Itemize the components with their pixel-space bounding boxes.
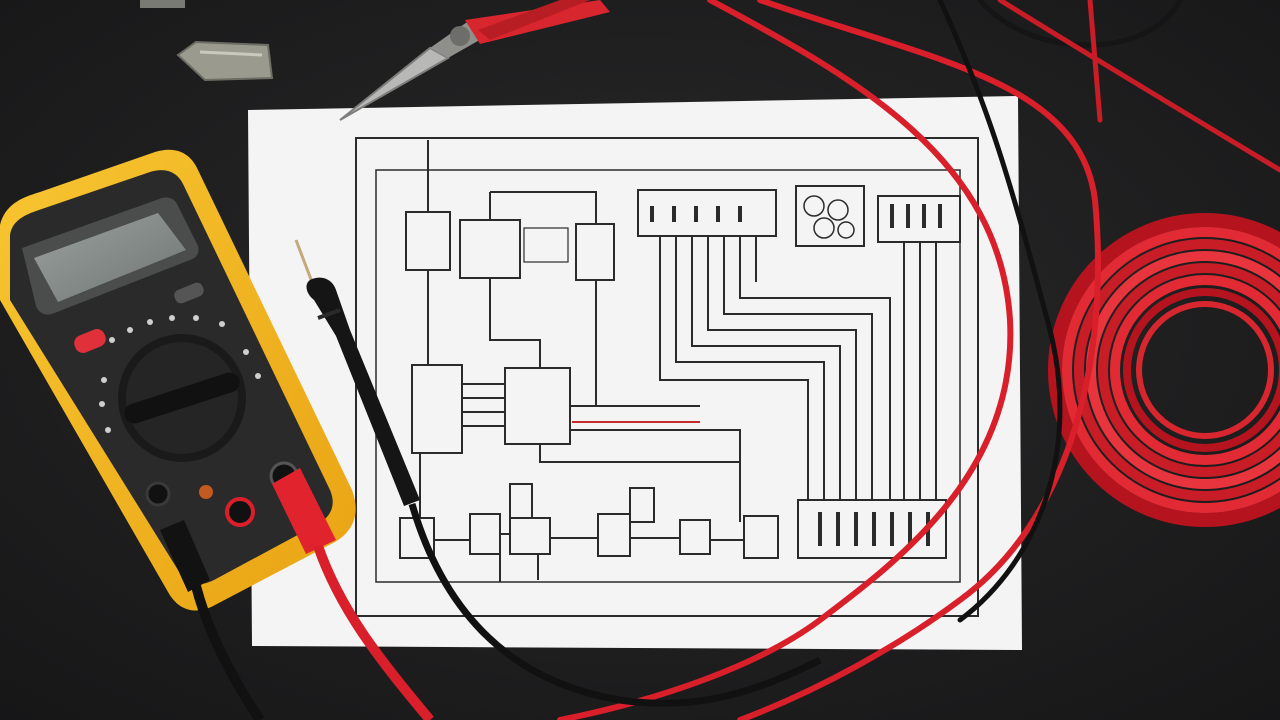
relay-symbol [803, 195, 855, 239]
meter-button[interactable] [172, 281, 205, 305]
dial-knob[interactable] [122, 370, 242, 426]
com-jack[interactable] [145, 481, 171, 507]
pliers-icon [339, 0, 610, 121]
wiring-diagram-sheet [248, 96, 1022, 650]
wire-clip [140, 0, 274, 82]
probe-icon [294, 239, 822, 707]
probe-leads [160, 468, 434, 720]
dial-markings [99, 315, 261, 433]
multimeter-icon [0, 149, 356, 611]
v-ohm-jack[interactable] [225, 497, 255, 527]
diagram-lines [355, 137, 979, 617]
loose-wires [557, 0, 1280, 720]
lcd-display [34, 213, 186, 302]
power-button[interactable] [72, 327, 108, 356]
indicator-dot [199, 485, 213, 499]
